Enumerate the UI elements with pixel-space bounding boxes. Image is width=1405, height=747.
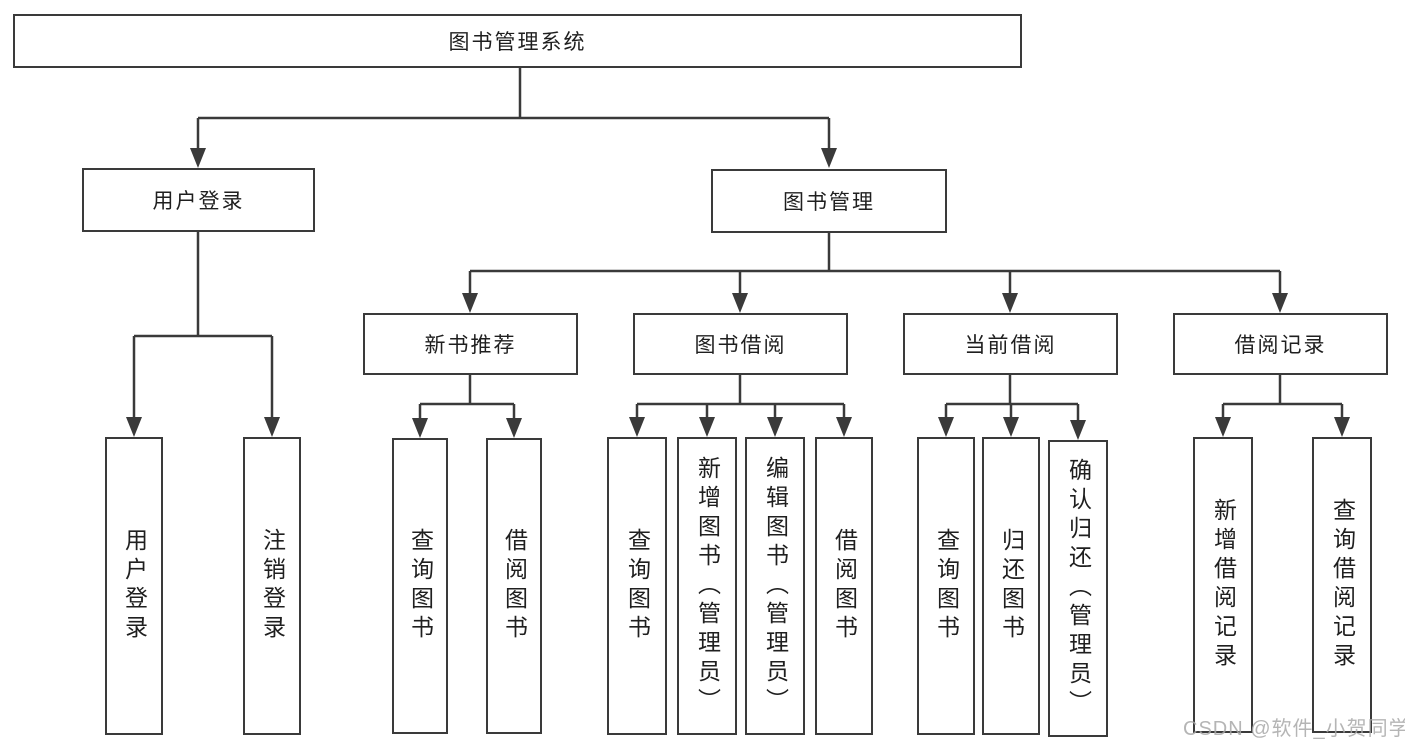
leaf-logout: 注销登录 <box>243 437 301 735</box>
leaf-record-query-record-label: 查询借阅记录 <box>1329 498 1356 672</box>
leaf-current-return-book: 归还图书 <box>982 437 1040 735</box>
node-book-management-label: 图书管理 <box>783 191 875 214</box>
leaf-record-add-record-label: 新增借阅记录 <box>1210 498 1237 672</box>
leaf-recommend-borrow-book: 借阅图书 <box>486 438 542 734</box>
leaf-current-confirm-return-admin-label: 确认归还（管理员） <box>1065 458 1092 719</box>
leaf-borrow-borrow-book: 借阅图书 <box>815 437 873 735</box>
node-current-borrow: 当前借阅 <box>903 313 1118 375</box>
leaf-current-query-book-label: 查询图书 <box>933 528 960 644</box>
node-new-book-recommend: 新书推荐 <box>363 313 578 375</box>
connector-current-borrow-children <box>938 375 1086 440</box>
leaf-record-add-record: 新增借阅记录 <box>1193 437 1253 733</box>
leaf-recommend-query-book-label: 查询图书 <box>407 528 434 644</box>
node-user-login: 用户登录 <box>82 168 315 232</box>
leaf-borrow-add-book-admin: 新增图书（管理员） <box>677 437 737 735</box>
node-user-login-label: 用户登录 <box>152 190 245 213</box>
leaf-record-query-record: 查询借阅记录 <box>1312 437 1372 733</box>
node-borrow-record-label: 借阅记录 <box>1234 334 1327 357</box>
connector-new-book-recommend-children <box>412 375 522 438</box>
node-book-management: 图书管理 <box>711 169 947 233</box>
leaf-recommend-borrow-book-label: 借阅图书 <box>501 528 528 644</box>
connector-root-to-level2 <box>190 68 837 168</box>
node-book-borrow: 图书借阅 <box>633 313 848 375</box>
connector-borrow-record-children <box>1215 375 1350 437</box>
leaf-borrow-query-book: 查询图书 <box>607 437 667 735</box>
connector-user-login-children <box>126 232 280 437</box>
node-new-book-recommend-label: 新书推荐 <box>424 334 517 357</box>
leaf-current-query-book: 查询图书 <box>917 437 975 735</box>
leaf-borrow-edit-book-admin-label: 编辑图书（管理员） <box>762 455 789 717</box>
leaf-current-return-book-label: 归还图书 <box>998 528 1025 644</box>
leaf-logout-label: 注销登录 <box>259 528 286 644</box>
watermark: CSDN @软件_小贺同学 <box>1183 718 1405 740</box>
leaf-borrow-edit-book-admin: 编辑图书（管理员） <box>745 437 805 735</box>
leaf-borrow-borrow-book-label: 借阅图书 <box>831 528 858 644</box>
leaf-user-login: 用户登录 <box>105 437 163 735</box>
node-book-borrow-label: 图书借阅 <box>694 334 787 357</box>
leaf-recommend-query-book: 查询图书 <box>392 438 448 734</box>
leaf-user-login-label: 用户登录 <box>121 528 148 644</box>
node-borrow-record: 借阅记录 <box>1173 313 1388 375</box>
leaf-current-confirm-return-admin: 确认归还（管理员） <box>1048 440 1108 737</box>
leaf-borrow-add-book-admin-label: 新增图书（管理员） <box>694 455 721 717</box>
leaf-borrow-query-book-label: 查询图书 <box>624 528 651 644</box>
node-current-borrow-label: 当前借阅 <box>964 334 1057 357</box>
connector-book-management-children <box>462 233 1288 313</box>
connector-book-borrow-children <box>629 375 852 437</box>
node-root: 图书管理系统 <box>13 14 1022 68</box>
node-root-label: 图书管理系统 <box>448 31 587 54</box>
